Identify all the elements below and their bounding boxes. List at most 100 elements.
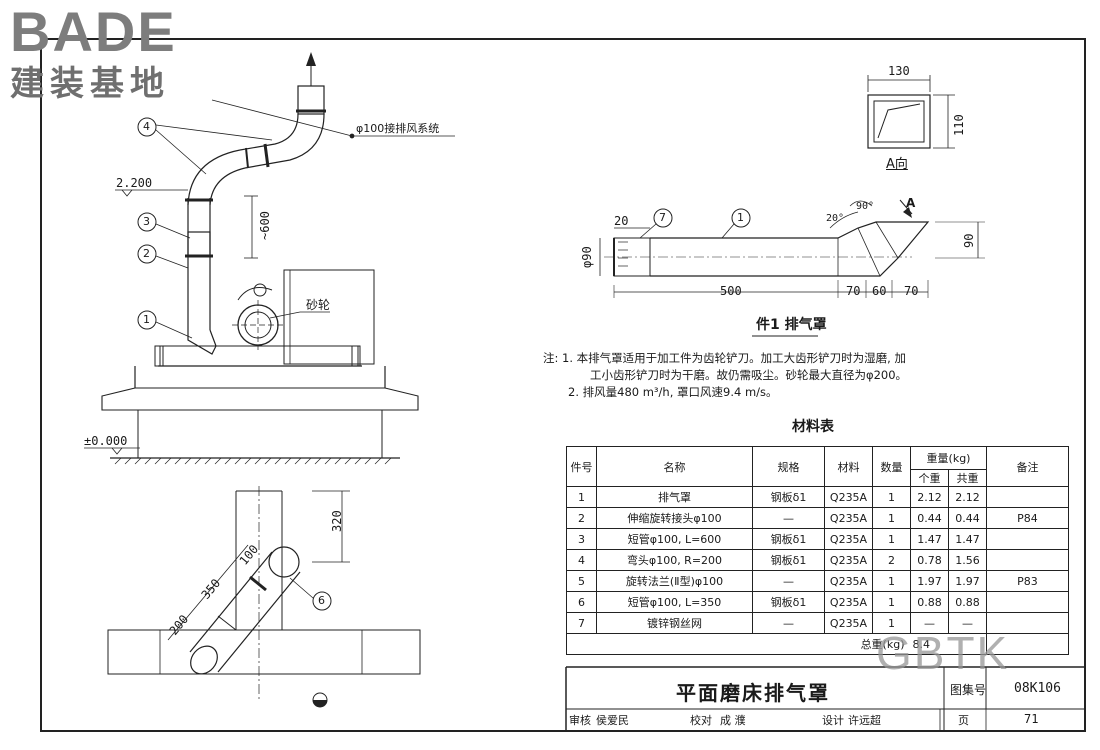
brand-logo: BADE 建装基地: [10, 0, 177, 105]
note-line-2: 工小齿形铲刀时为干磨。故仍需吸尘。砂轮最大直径为φ200。: [590, 368, 908, 382]
cell-spec: —: [752, 570, 825, 592]
cell-unit-weight: 0.44: [910, 507, 949, 529]
cell-total-weight: 2.12: [948, 486, 987, 508]
cell-total-weight: 1.56: [948, 549, 987, 571]
dim-600-label: ~600: [258, 211, 272, 240]
header-name: 名称: [596, 446, 753, 487]
part1-balloon-1: 1: [737, 211, 744, 224]
title-block-lines: [565, 666, 1085, 731]
view-a-height-label: 110: [952, 114, 966, 136]
total-label: 总重(kg): [566, 633, 911, 655]
cell-name: 旋转法兰(Ⅱ型)φ100: [596, 570, 753, 592]
header-material: 材料: [824, 446, 873, 487]
cell-name: 镀锌钢丝网: [596, 612, 753, 634]
materials-table: 件号 名称 规格 材料 数量 重量(kg) 备注 个重 共重 1 排气罩 钢板δ…: [566, 446, 1069, 655]
level-ground-label: ±0.000: [84, 434, 128, 448]
part1-caption: 件1 排气罩: [756, 317, 827, 333]
cell-unit-weight: 1.47: [910, 528, 949, 550]
cell-material: Q235A: [824, 528, 873, 550]
part1-balloon-7: 7: [659, 211, 666, 224]
total-remark-cell: [986, 633, 1069, 655]
table-row: 6 短管φ100, L=350 钢板δ1 Q235A 1 0.88 0.88: [566, 591, 1069, 613]
cell-no: 1: [566, 486, 597, 508]
cell-remark: [986, 486, 1069, 508]
view-a-drawing: [867, 75, 955, 149]
total-value: 8.4: [910, 633, 987, 655]
part1-dim-60: 60: [872, 284, 887, 298]
cell-remark: [986, 549, 1069, 571]
system-label: φ100接排风系统: [356, 122, 440, 135]
cell-unit-weight: 1.97: [910, 570, 949, 592]
cell-spec: 钢板δ1: [752, 549, 825, 571]
balloon-4: 4: [143, 120, 150, 133]
balloon-6: 6: [318, 594, 325, 607]
cell-qty: 1: [872, 528, 911, 550]
cell-name: 短管φ100, L=350: [596, 591, 753, 613]
cell-qty: 1: [872, 591, 911, 613]
materials-table-title: 材料表: [792, 419, 834, 435]
header-unit-weight: 个重: [910, 469, 949, 487]
part1-angle-20: 20°: [826, 213, 845, 224]
cell-material: Q235A: [824, 486, 873, 508]
cell-qty: 1: [872, 507, 911, 529]
balloon-2: 2: [143, 247, 150, 260]
table-header-row: 件号 名称 规格 材料 数量 重量(kg) 备注: [566, 446, 1069, 487]
balloon-3: 3: [143, 215, 150, 228]
header-no: 件号: [566, 446, 597, 487]
cell-name: 排气罩: [596, 486, 753, 508]
cell-name: 弯头φ100, R=200: [596, 549, 753, 571]
cell-material: Q235A: [824, 612, 873, 634]
view-a-width-label: 130: [888, 64, 910, 78]
design-label: 设计: [822, 714, 844, 727]
cell-spec: 钢板δ1: [752, 591, 825, 613]
part1-dim-70a: 70: [846, 284, 861, 298]
page-number: 71: [1024, 712, 1039, 726]
elevation-drawing: [84, 52, 455, 465]
cell-total-weight: 0.44: [948, 507, 987, 529]
part1-angle-90: 90°: [856, 201, 875, 212]
cell-material: Q235A: [824, 549, 873, 571]
part1-dim-500: 500: [720, 284, 742, 298]
watermark-text: GBTK: [876, 627, 1010, 679]
drawing-frame: [40, 38, 1086, 732]
part1-dim-phi90: φ90: [580, 246, 594, 268]
table-row: 3 短管φ100, L=600 钢板δ1 Q235A 1 1.47 1.47: [566, 528, 1069, 550]
review-label: 审核: [569, 714, 591, 727]
drawing-title: 平面磨床排气罩: [676, 681, 830, 705]
logo-chinese-text: 建装基地: [10, 64, 170, 104]
note-line-1: 注: 1. 本排气罩适用于加工件为齿轮铲刀。加工大齿形铲刀时为湿磨, 加: [543, 351, 906, 365]
cell-total-weight: 0.88: [948, 591, 987, 613]
atlas-number: 08K106: [1014, 681, 1061, 696]
table-row: 5 旋转法兰(Ⅱ型)φ100 — Q235A 1 1.97 1.97 P83: [566, 570, 1069, 592]
cell-material: Q235A: [824, 570, 873, 592]
level-upper-label: 2.200: [116, 176, 153, 190]
header-total-weight: 共重: [948, 469, 987, 487]
cell-qty: 1: [872, 486, 911, 508]
table-row: 4 弯头φ100, R=200 钢板δ1 Q235A 2 0.78 1.56: [566, 549, 1069, 571]
cell-material: Q235A: [824, 507, 873, 529]
balloon-1: 1: [143, 313, 150, 326]
wheel-label: 砂轮: [306, 298, 331, 312]
table-subheader-row: 个重 共重: [567, 469, 1069, 487]
designer-name: 许远超: [848, 714, 881, 727]
cell-remark: P83: [986, 570, 1069, 592]
cell-no: 3: [566, 528, 597, 550]
logo-latin-text: BADE: [10, 0, 177, 63]
cell-no: 6: [566, 591, 597, 613]
cell-material: Q235A: [824, 591, 873, 613]
cell-unit-weight: 0.88: [910, 591, 949, 613]
cell-no: 7: [566, 612, 597, 634]
header-spec: 规格: [752, 446, 825, 487]
cell-no: 4: [566, 549, 597, 571]
cell-name: 伸缩旋转接头φ100: [596, 507, 753, 529]
page-label: 页: [958, 714, 969, 727]
cell-spec: —: [752, 612, 825, 634]
cell-unit-weight: 2.12: [910, 486, 949, 508]
cell-remark: [986, 528, 1069, 550]
header-remark: 备注: [986, 446, 1069, 487]
reviewer-name: 侯爱民: [596, 714, 629, 727]
cell-remark: [986, 591, 1069, 613]
cell-no: 2: [566, 507, 597, 529]
note-line-3: 2. 排风量480 m³/h, 罩口风速9.4 m/s。: [568, 385, 778, 399]
